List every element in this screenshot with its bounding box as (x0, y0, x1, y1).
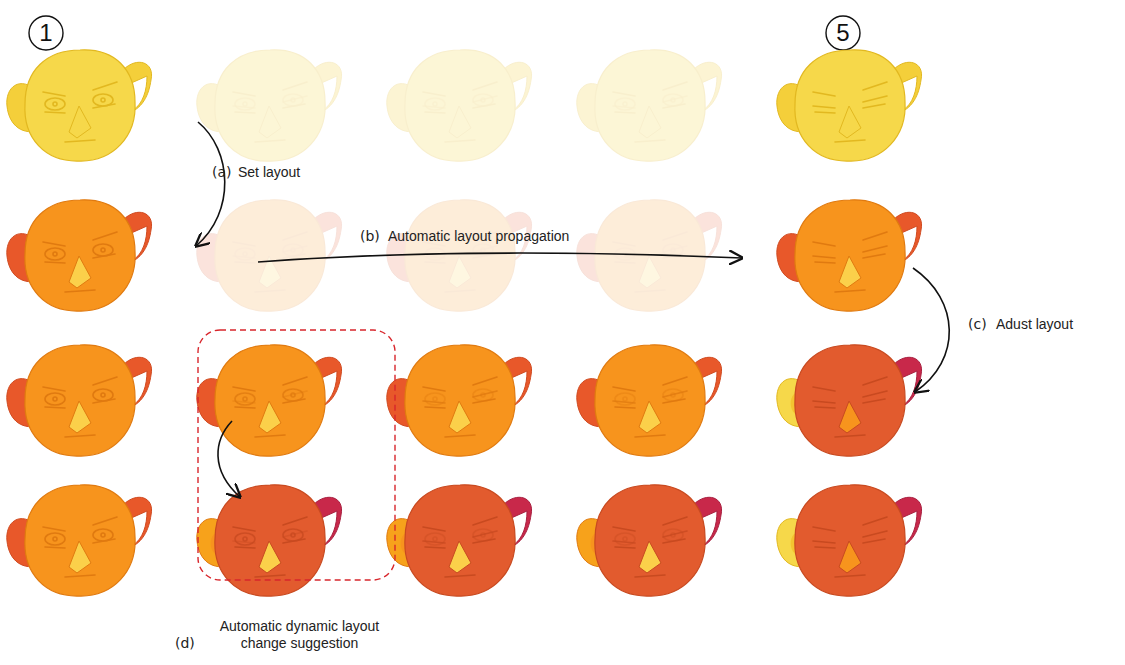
step-label: Automatic layout propagation (388, 228, 569, 245)
callout-number: 1 (31, 19, 61, 47)
step-marker: (a) (212, 164, 232, 181)
step-marker: (d) (175, 635, 195, 652)
step-label: Set layout (238, 164, 300, 181)
process-arrows (196, 122, 949, 497)
step-label: Adust layout (996, 316, 1073, 333)
suggestion-frame (198, 330, 395, 580)
callout-number: 5 (828, 19, 858, 47)
step-label: Automatic dynamic layout change suggesti… (212, 618, 387, 652)
step-marker: (b) (360, 228, 380, 245)
step-marker: (c) (968, 316, 987, 333)
number-circle (826, 16, 860, 50)
number-circle (29, 16, 63, 50)
